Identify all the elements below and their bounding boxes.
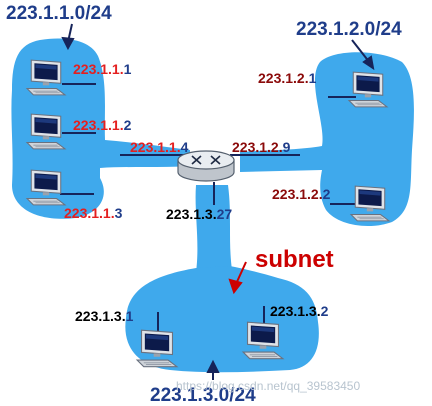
address-223-1-3-27: 223.1.3.27 xyxy=(166,206,233,222)
address-223-1-3-2: 223.1.3.2 xyxy=(270,303,329,319)
address-223-1-1-1: 223.1.1.1 xyxy=(73,61,132,77)
subnet-callout-label: subnet xyxy=(255,246,334,273)
address-223-1-1-2: 223.1.1.2 xyxy=(73,117,132,133)
address-223-1-1-4: 223.1.1.4 xyxy=(130,139,189,155)
subnet-label-223-1-1: 223.1.1.0/24 xyxy=(6,3,112,24)
address-223-1-2-9: 223.1.2.9 xyxy=(232,139,291,155)
subnet-callout-arrow xyxy=(228,261,247,295)
address-223-1-1-3: 223.1.1.3 xyxy=(64,205,123,221)
subnet-label-223-1-3: 223.1.3.0/24 xyxy=(150,385,256,406)
address-223-1-2-2: 223.1.2.2 xyxy=(272,186,331,202)
interface-links xyxy=(60,83,358,336)
address-223-1-2-1: 223.1.2.1 xyxy=(258,70,317,86)
subnet-label-223-1-2: 223.1.2.0/24 xyxy=(296,19,402,40)
watermark-text: https://blog.csdn.net/qq_39583450 xyxy=(176,379,361,393)
address-223-1-3-1: 223.1.3.1 xyxy=(75,308,134,324)
subnet-3-trunk xyxy=(195,185,232,272)
pointer-arrows xyxy=(61,23,375,380)
router-icon xyxy=(177,150,235,182)
